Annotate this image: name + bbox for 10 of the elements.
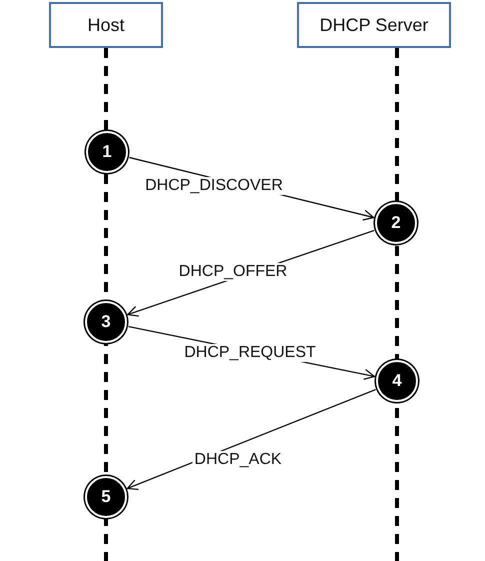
edge-label: DHCP_DISCOVER bbox=[143, 177, 285, 195]
step-circle: 3 bbox=[85, 301, 127, 343]
step-circle: 4 bbox=[376, 360, 418, 402]
step-circle: 5 bbox=[85, 476, 127, 518]
step-circle: 1 bbox=[86, 131, 128, 173]
step-circle: 2 bbox=[375, 202, 417, 244]
edge-label: DHCP_ACK bbox=[192, 451, 284, 469]
participant-box: Host bbox=[49, 2, 163, 48]
participant-box: DHCP Server bbox=[297, 2, 451, 48]
message-arrow bbox=[126, 388, 376, 490]
